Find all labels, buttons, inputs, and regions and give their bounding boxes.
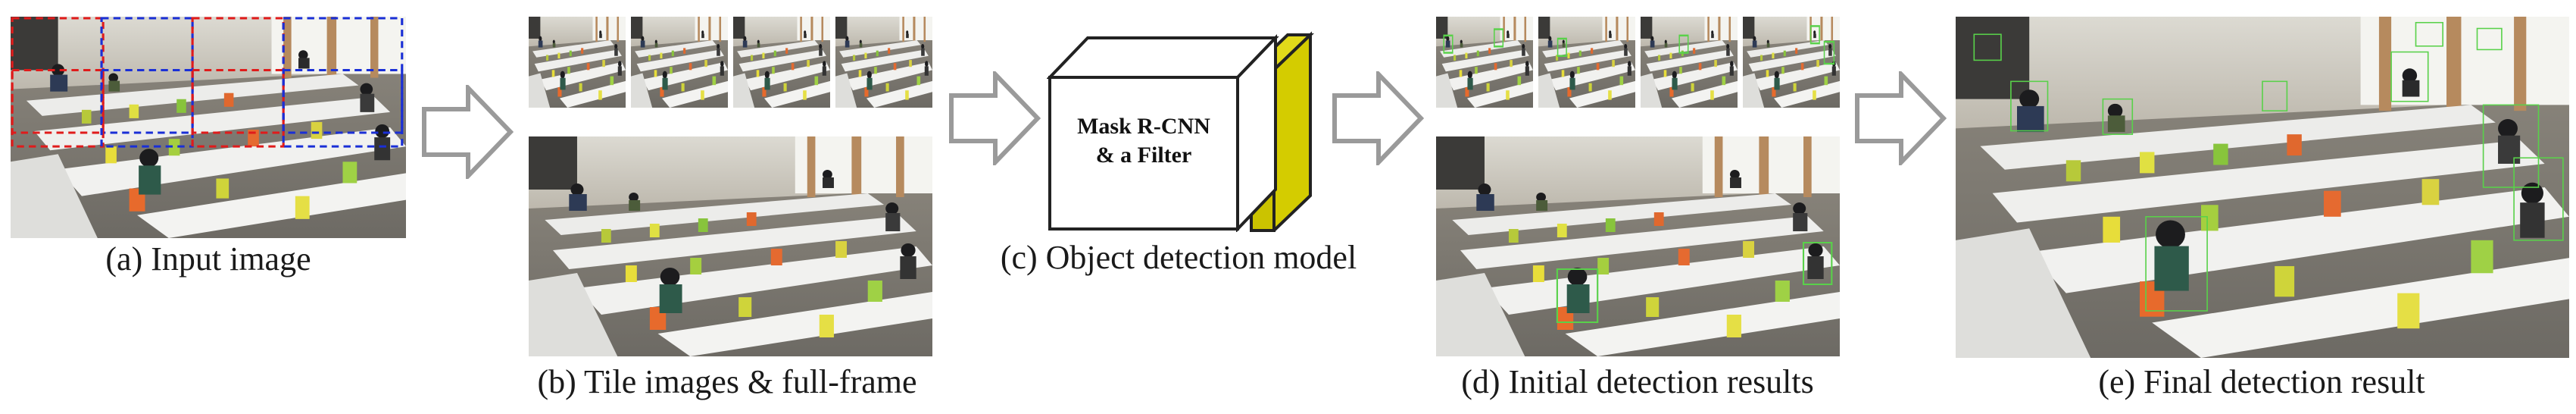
model-label-line2: & a Filter — [1095, 142, 1192, 168]
input-image — [11, 17, 406, 238]
result-tile-1 — [1436, 17, 1533, 108]
result-tile-3 — [1641, 17, 1738, 108]
model-label-line1: Mask R-CNN — [1077, 114, 1210, 139]
arrow-right-icon — [422, 85, 514, 179]
final-result-image — [1956, 17, 2569, 358]
caption-initial-results: (d) Initial detection results — [1461, 363, 1814, 400]
model-block-icon — [1047, 31, 1314, 232]
result-tile-2 — [1538, 17, 1635, 108]
arrow-right-icon — [949, 71, 1041, 165]
result-full-frame — [1436, 136, 1840, 356]
tile-image-1 — [529, 17, 626, 108]
model-label: Mask R-CNN & a Filter — [1053, 112, 1235, 169]
arrow-right-icon — [1855, 71, 1947, 165]
tile-image-2 — [631, 17, 728, 108]
caption-detection-model: (c) Object detection model — [1000, 239, 1357, 276]
caption-final-result: (e) Final detection result — [2098, 363, 2425, 400]
caption-tile-images: (b) Tile images & full-frame — [537, 363, 917, 400]
full-frame-image — [529, 136, 932, 356]
tile-image-3 — [733, 17, 830, 108]
caption-input-image: (a) Input image — [105, 240, 311, 278]
tile-image-4 — [835, 17, 932, 108]
result-tile-4 — [1743, 17, 1840, 108]
arrow-right-icon — [1332, 71, 1424, 165]
